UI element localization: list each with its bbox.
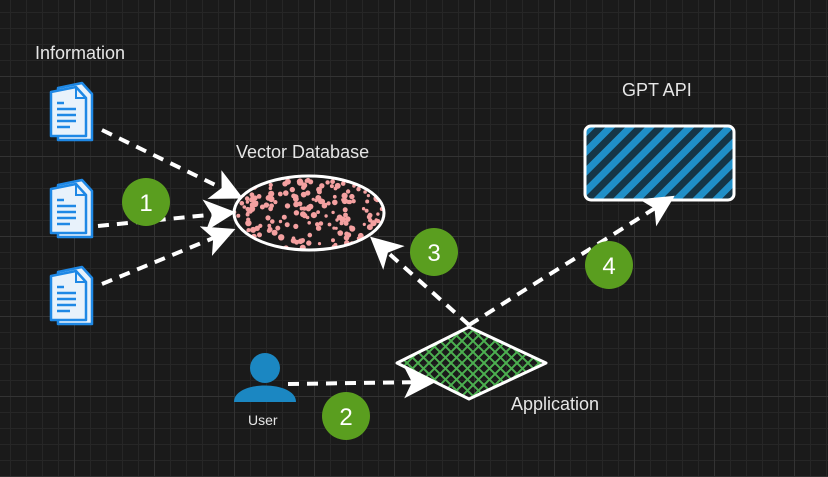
- vector-database-shape: [232, 174, 386, 252]
- gpt-api-box: [583, 124, 736, 202]
- arrow-app-to-gpt: [467, 195, 675, 327]
- document-stack-icon: [49, 81, 94, 142]
- user-label: User: [248, 412, 278, 428]
- information-label: Information: [35, 43, 125, 63]
- document-stack-icon: [49, 178, 94, 239]
- arrow-doc3-to-db: [101, 226, 236, 286]
- step-number: 2: [339, 404, 352, 431]
- step-badge-1: 1: [122, 178, 170, 226]
- step-badge-3: 3: [410, 228, 458, 276]
- document-stack-icon: [49, 265, 94, 326]
- arrow-app-to-db: [370, 236, 471, 327]
- step-number: 4: [602, 253, 615, 280]
- step-badge-4: 4: [585, 241, 633, 289]
- arrow-doc1-to-db: [101, 128, 244, 199]
- step-badge-2: 2: [322, 392, 370, 440]
- step-number: 1: [139, 190, 152, 217]
- application-diamond: [395, 325, 548, 401]
- person-icon: [234, 353, 296, 402]
- vector-database-label: Vector Database: [236, 142, 369, 162]
- arrow-user-to-app: [287, 366, 436, 399]
- step-number: 3: [427, 240, 440, 267]
- gpt-api-label: GPT API: [622, 80, 692, 100]
- arrow-doc2-to-db: [97, 199, 236, 232]
- application-label: Application: [511, 394, 599, 414]
